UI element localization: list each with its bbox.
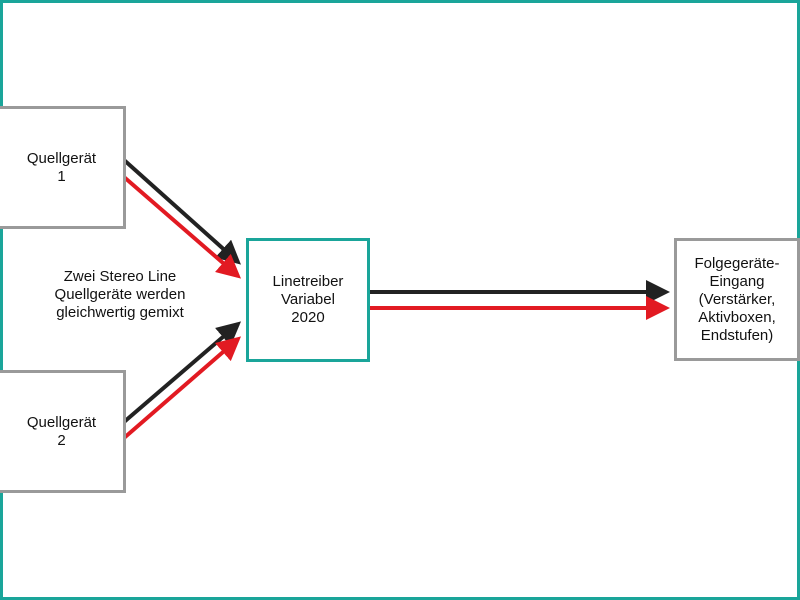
source-device-1-label: Quellgerät 1 — [26, 149, 97, 185]
source-device-2-box: Quellgerät 2 — [0, 370, 126, 493]
source-device-2-label: Quellgerät 2 — [26, 413, 97, 449]
arrow-src1-black — [122, 158, 241, 265]
destination-box: Folgegeräte- Eingang (Verstärker, Aktivb… — [674, 238, 800, 361]
arrow-src1-red — [122, 175, 242, 279]
destination-label: Folgegeräte- Eingang (Verstärker, Aktivb… — [694, 254, 780, 344]
source-device-1-box: Quellgerät 1 — [0, 106, 126, 229]
arrow-src2-black — [122, 321, 242, 424]
arrow-src2-red — [122, 336, 242, 440]
line-driver-label: Linetreiber Variabel 2020 — [272, 273, 344, 326]
line-driver-box: Linetreiber Variabel 2020 — [246, 238, 370, 362]
mixing-note: Zwei Stereo Line Quellgeräte werden glei… — [54, 268, 186, 321]
